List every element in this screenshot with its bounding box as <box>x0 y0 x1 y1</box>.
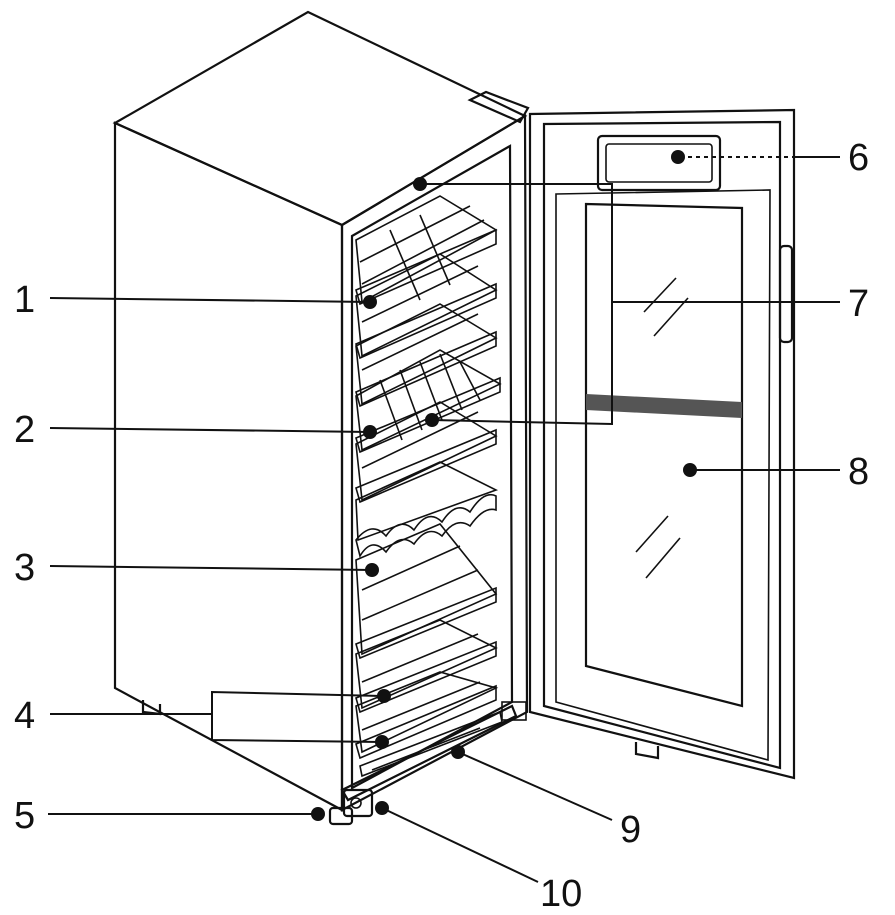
label-5: 5 <box>14 795 35 837</box>
shelf-3 <box>355 303 498 408</box>
callout-line-4 <box>50 690 385 715</box>
bottom-parts <box>328 710 503 826</box>
callout-line-2 <box>49 427 371 433</box>
dot-2 <box>363 425 377 439</box>
dot-5 <box>311 807 325 821</box>
cabinet <box>112 10 530 812</box>
dot-6 <box>671 150 685 164</box>
label-6: 6 <box>848 137 869 179</box>
dot-10 <box>375 801 389 815</box>
glass-shine-1 <box>643 277 677 313</box>
control-panel-outer <box>596 134 722 192</box>
callout-numbers: 1 2 3 4 5 6 7 8 9 10 <box>14 137 869 915</box>
glass-shine-3 <box>635 515 669 553</box>
cabinet-top <box>112 10 528 227</box>
plinth <box>340 704 518 802</box>
door-seal-clip <box>501 701 527 721</box>
dot-4b <box>375 735 389 749</box>
callout-line-7 <box>420 183 613 426</box>
control-panel-inner <box>605 143 713 183</box>
cabinet-front-frame <box>340 114 529 812</box>
callout-line-1 <box>49 297 371 303</box>
callout-lines <box>48 156 840 883</box>
shelf-6-wave <box>355 461 499 559</box>
cabinet-left-side <box>113 121 344 812</box>
callout-line-3 <box>49 565 373 571</box>
shelves <box>355 195 527 760</box>
shelf-9 <box>355 671 499 760</box>
shelf-8 <box>355 619 498 714</box>
label-8: 8 <box>848 451 869 493</box>
label-10: 10 <box>540 873 582 915</box>
label-1: 1 <box>14 279 35 321</box>
door-seal-band <box>586 394 742 418</box>
adjustable-foot <box>328 806 354 826</box>
dot-1 <box>363 295 377 309</box>
label-2: 2 <box>14 409 35 451</box>
label-4: 4 <box>14 695 35 737</box>
top-hinge <box>467 90 530 124</box>
shelf-7 <box>355 523 498 660</box>
shelf-2 <box>355 253 498 360</box>
door-bottom-tab <box>634 742 660 760</box>
door-handle <box>778 244 794 344</box>
callout-line-4b <box>211 714 383 743</box>
door-frame-inner-2 <box>555 189 771 762</box>
glass-panel <box>584 202 744 708</box>
dot-3 <box>365 563 379 577</box>
label-3: 3 <box>14 547 35 589</box>
dot-7 <box>413 177 427 191</box>
label-9: 9 <box>620 809 641 851</box>
glass-shine-4 <box>645 537 681 579</box>
dot-4a <box>377 689 391 703</box>
dot-9 <box>451 745 465 759</box>
door <box>528 108 796 780</box>
callout-line-9 <box>457 751 613 821</box>
label-7: 7 <box>848 283 869 325</box>
door-frame-inner <box>542 120 782 770</box>
door-outer <box>528 108 796 780</box>
callout-line-10 <box>381 807 539 883</box>
bottom-rail <box>359 710 503 778</box>
glass-shine-2 <box>653 297 689 337</box>
shelf-1 <box>355 195 498 306</box>
callout-dots <box>311 150 697 821</box>
dot-8 <box>683 463 697 477</box>
dot-2b <box>425 413 439 427</box>
front-foot <box>342 788 374 818</box>
